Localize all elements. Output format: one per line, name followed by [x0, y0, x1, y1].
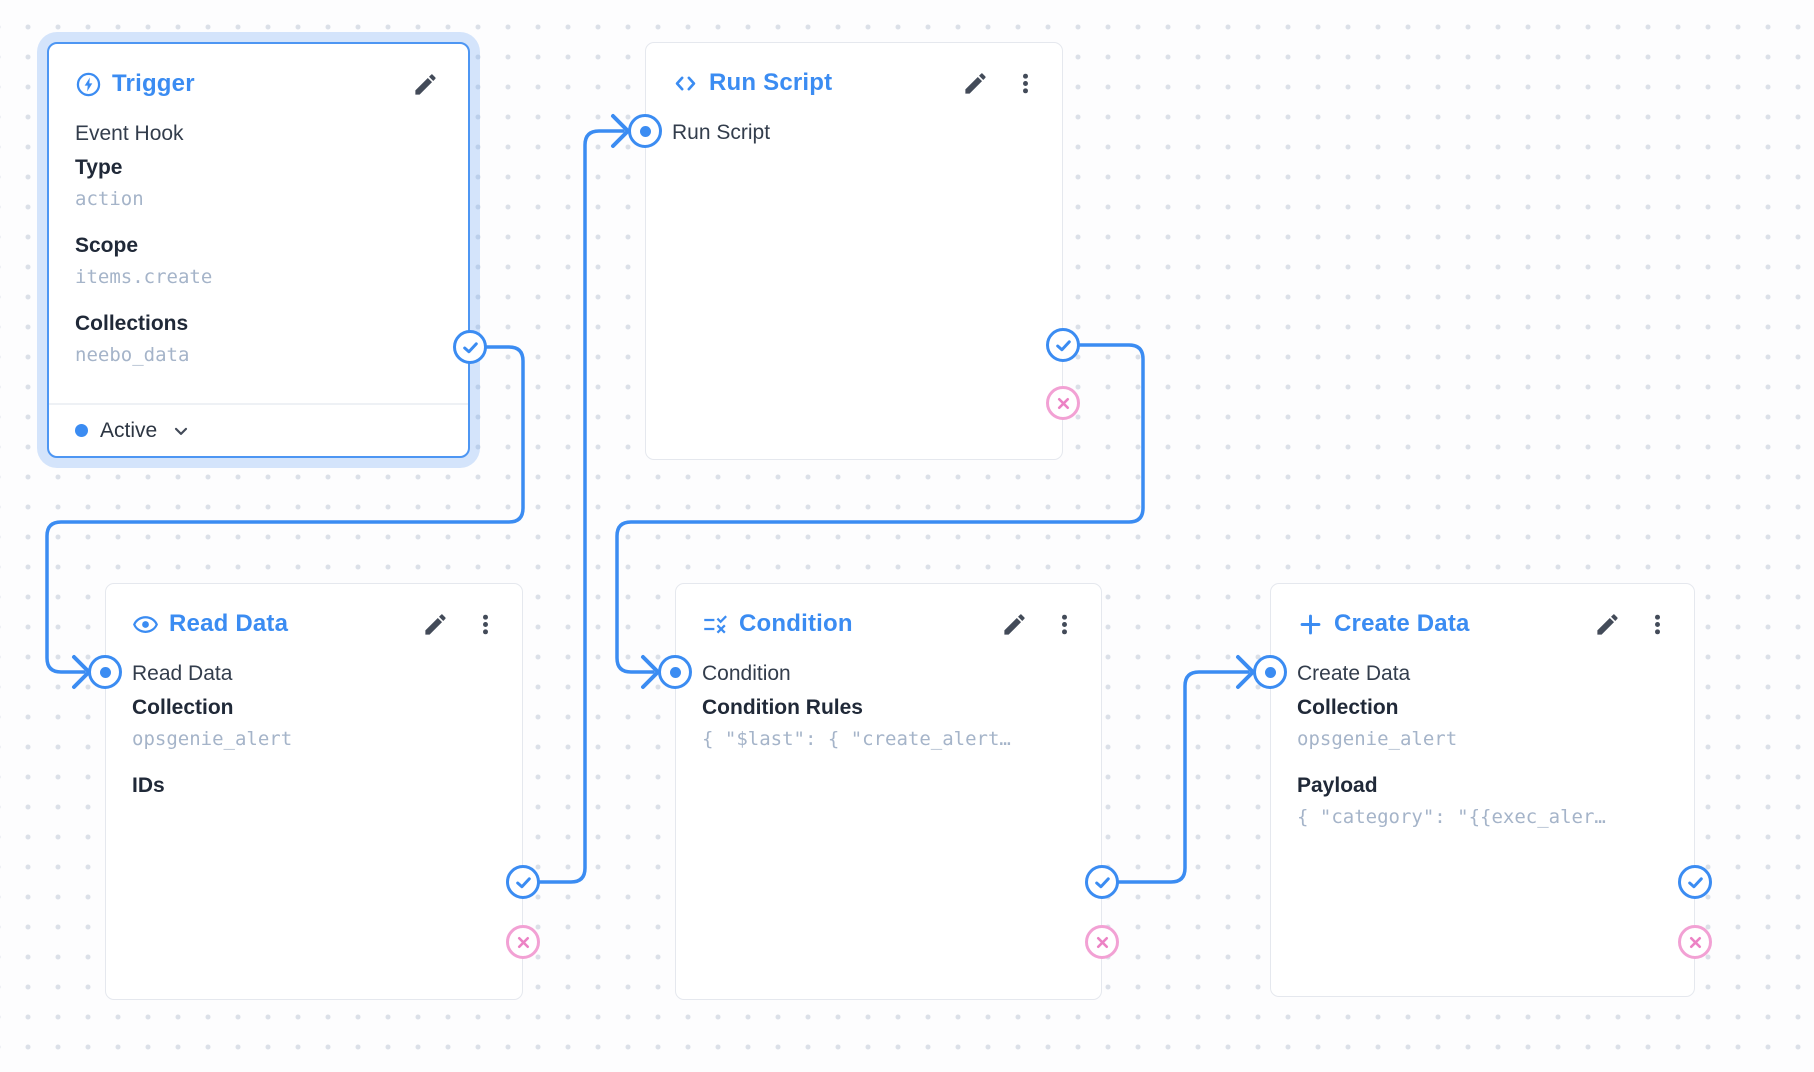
arrowhead-run-script [611, 114, 630, 148]
arrowhead-read-data [72, 655, 91, 689]
port-input-run-script[interactable] [628, 114, 662, 148]
chevron-down-icon [171, 421, 191, 441]
node-title: Trigger [112, 70, 195, 97]
field-payload: Payload { "category": "{{exec_aler… [1297, 774, 1606, 828]
node-title: Run Script [709, 69, 833, 96]
node-run-script[interactable]: Run Script Run Script [645, 42, 1063, 460]
node-create-data[interactable]: Create Data Create Data Collection opsge… [1270, 583, 1695, 997]
trigger-type-label: Event Hook [75, 122, 184, 145]
code-icon [672, 70, 699, 97]
port-reject-condition[interactable] [1085, 925, 1119, 959]
status-badge: Active [100, 418, 158, 442]
plus-icon [1297, 611, 1324, 638]
input-operation-label: Read Data [132, 662, 233, 685]
flow-status-toggle[interactable]: Active [49, 403, 468, 456]
kebab-menu-icon[interactable] [1049, 609, 1079, 639]
arrowhead-create-data [1236, 655, 1255, 689]
field-type: Type action [75, 156, 144, 210]
arrowhead-condition [641, 655, 660, 689]
status-dot [75, 424, 88, 437]
bolt-circle-icon [75, 71, 102, 98]
edit-icon[interactable] [410, 69, 440, 99]
port-resolve-trigger[interactable] [453, 330, 487, 364]
port-resolve-read-data[interactable] [506, 865, 540, 899]
field-ids: IDs [132, 774, 165, 797]
port-resolve-condition[interactable] [1085, 865, 1119, 899]
port-resolve-create-data[interactable] [1678, 865, 1712, 899]
input-operation-label: Condition [702, 662, 791, 685]
port-reject-run-script[interactable] [1046, 386, 1080, 420]
field-scope: Scope items.create [75, 234, 213, 288]
port-dot [669, 666, 681, 678]
kebab-menu-icon[interactable] [470, 609, 500, 639]
node-title: Condition [739, 610, 853, 637]
node-trigger[interactable]: Trigger Event Hook Type action Scope ite… [47, 42, 470, 458]
port-input-read-data[interactable] [88, 655, 122, 689]
port-reject-read-data[interactable] [506, 925, 540, 959]
edit-icon[interactable] [1592, 609, 1622, 639]
port-dot [1264, 666, 1276, 678]
port-input-create-data[interactable] [1253, 655, 1287, 689]
input-operation-label: Create Data [1297, 662, 1411, 685]
field-collection: Collection opsgenie_alert [132, 696, 293, 750]
port-input-condition[interactable] [658, 655, 692, 689]
edit-icon[interactable] [420, 609, 450, 639]
field-collection: Collection opsgenie_alert [1297, 696, 1458, 750]
input-operation-label: Run Script [672, 121, 771, 144]
kebab-menu-icon[interactable] [1010, 68, 1040, 98]
kebab-menu-icon[interactable] [1642, 609, 1672, 639]
wire-read-data-to-run-script [521, 129, 625, 884]
field-condition-rules: Condition Rules { "$last": { "create_ale… [702, 696, 1011, 750]
rule-icon [702, 611, 729, 638]
edit-icon[interactable] [960, 68, 990, 98]
port-dot [99, 666, 111, 678]
port-resolve-run-script[interactable] [1046, 328, 1080, 362]
port-dot [639, 125, 651, 137]
node-title: Create Data [1334, 610, 1470, 637]
port-reject-create-data[interactable] [1678, 925, 1712, 959]
node-title: Read Data [169, 610, 289, 637]
field-collections: Collections neebo_data [75, 312, 190, 366]
node-condition[interactable]: Condition Condition Condition Rules { "$… [675, 583, 1102, 1000]
edit-icon[interactable] [999, 609, 1029, 639]
wire-condition-to-create-data [1100, 670, 1250, 884]
eye-icon [132, 611, 159, 638]
node-read-data[interactable]: Read Data Read Data Collection opsgenie_… [105, 583, 523, 1000]
